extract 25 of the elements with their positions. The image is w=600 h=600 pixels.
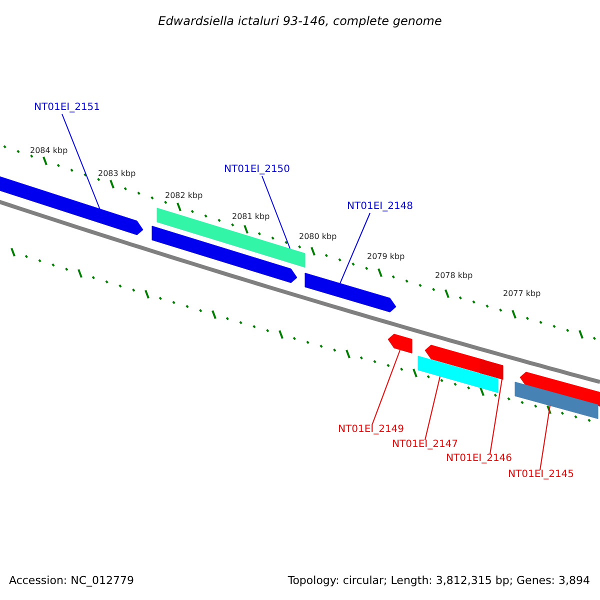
leader-line [424,376,440,440]
tick-label: 2078 kbp [435,271,473,281]
gene-label: NT01EI_2149 [338,424,404,436]
gene-label: NT01EI_2150 [224,164,290,176]
tick-label: 2083 kbp [98,169,136,179]
gene-label: NT01EI_2145 [508,469,574,481]
gene-label: NT01EI_2151 [34,102,100,114]
gene-label: NT01EI_2148 [347,201,414,213]
tick-label: 2080 kbp [299,232,337,242]
tick-label: 2081 kbp [232,212,270,222]
leader-line [62,114,100,210]
leader-line [372,350,400,426]
genome-stats-text: Topology: circular; Length: 3,812,315 bp; Genes: 3,894 [288,575,590,587]
tick-label: 2079 kbp [367,252,405,262]
title: Edwardsiella ictaluri 93-146, complete genome [158,14,442,28]
tick-label: 2082 kbp [165,191,203,201]
leader-line [540,404,550,470]
leader-line [262,176,290,249]
leader-line [340,212,370,284]
tick-label: 2077 kbp [503,289,541,299]
leader-line [490,378,502,454]
accession-text: Accession: NC_012779 [9,575,134,587]
gene-label: NT01EI_2147 [392,439,458,451]
gene-label: NT01EI_2146 [446,453,512,465]
tick-label: 2084 kbp [30,146,68,156]
